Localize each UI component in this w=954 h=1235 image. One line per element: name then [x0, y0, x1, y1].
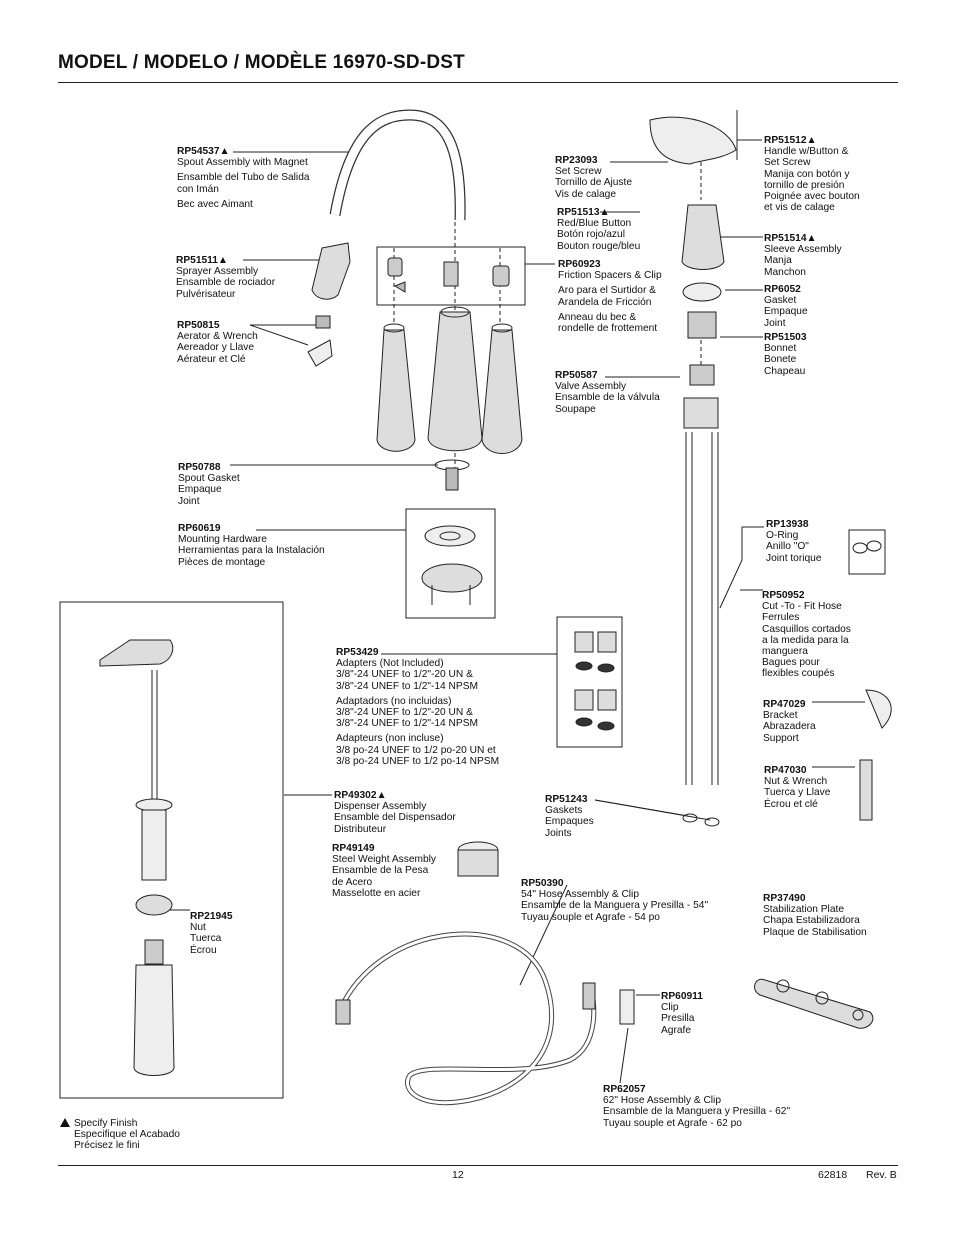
label-rp50788: RP50788 Spout Gasket Empaque Joint	[178, 462, 240, 507]
leader-rp50390	[519, 884, 568, 986]
label-rp47030: RP47030 Nut & Wrench Tuerca y Llave Écro…	[764, 765, 831, 810]
mounting-box	[405, 508, 496, 619]
handle	[649, 116, 737, 165]
spacer-box	[376, 246, 526, 306]
label-rp13938: RP13938 O-Ring Anillo "O" Joint torique	[766, 519, 822, 564]
label-rp53429: RP53429 Adapters (Not Included) 3/8"-24 …	[336, 647, 500, 767]
finish-legend: Specify Finish Especifique el Acabado Pr…	[74, 1118, 180, 1152]
title-rule	[58, 82, 898, 83]
label-rp60911: RP60911 Clip Presilla Agrafe	[661, 991, 703, 1036]
label-rp51512: RP51512▲ Handle w/Button & Set Screw Man…	[764, 135, 860, 214]
label-rp50815: RP50815 Aerator & Wrench Aereador y Llav…	[177, 320, 258, 365]
label-rp21945: RP21945 Nut Tuerca Écrou	[190, 911, 233, 956]
label-rp51511: RP51511▲ Sprayer Assembly Ensamble de ro…	[176, 255, 276, 300]
label-rp60923: RP60923 Friction Spacers & Clip Aro para…	[558, 259, 662, 335]
label-rp51513: RP51513▲ Red/Blue Button Botón rojo/azul…	[557, 207, 641, 252]
label-rp23093: RP23093 Set Screw Tornillo de Ajuste Vis…	[555, 155, 633, 200]
label-rp51503: RP51503 Bonnet Bonete Chapeau	[764, 332, 807, 377]
sprayer-body	[311, 242, 351, 300]
label-rp37490: RP37490 Stabilization Plate Chapa Estabi…	[763, 893, 867, 938]
revision: Rev. B	[866, 1169, 897, 1181]
label-rp50587: RP50587 Valve Assembly Ensamble de la vá…	[555, 370, 660, 415]
label-rp50390: RP50390 54" Hose Assembly & Clip Ensambl…	[521, 878, 709, 923]
label-rp60619: RP60619 Mounting Hardware Herramientas p…	[178, 523, 325, 568]
label-rp51243: RP51243 Gaskets Empaques Joints	[545, 794, 594, 839]
finish-triangle-icon	[60, 1118, 70, 1127]
label-rp49149: RP49149 Steel Weight Assembly Ensamble d…	[332, 843, 436, 899]
label-rp6052: RP6052 Gasket Empaque Joint	[764, 284, 808, 329]
label-rp49302: RP49302▲ Dispenser Assembly Ensamble del…	[334, 790, 456, 835]
doc-number: 62818	[818, 1169, 848, 1181]
leader-rp62057	[619, 1027, 629, 1084]
left-base	[376, 329, 416, 452]
page-title: MODEL / MODELO / MODÈLE 16970-SD-DST	[58, 52, 465, 73]
adapter-box	[556, 616, 623, 748]
label-rp47029: RP47029 Bracket Abrazadera Support	[763, 699, 816, 744]
label-rp54537: RP54537▲ Spout Assembly with Magnet Ensa…	[177, 146, 310, 210]
page-number: 12	[452, 1169, 464, 1181]
right-base	[481, 329, 523, 454]
leader-rp51243b	[594, 799, 711, 821]
dispenser-box	[59, 601, 284, 1099]
center-base	[427, 311, 483, 452]
leader-rp13938	[719, 526, 764, 609]
leader-rp50815b	[249, 324, 309, 346]
ferrule-box	[848, 529, 886, 575]
label-rp51514: RP51514▲ Sleeve Assembly Manja Manchon	[764, 233, 842, 278]
label-rp62057: RP62057 62" Hose Assembly & Clip Ensambl…	[603, 1084, 791, 1129]
footer-rule	[58, 1165, 898, 1166]
label-rp50952: RP50952 Cut -To - Fit Hose Ferrules Casq…	[762, 590, 851, 680]
